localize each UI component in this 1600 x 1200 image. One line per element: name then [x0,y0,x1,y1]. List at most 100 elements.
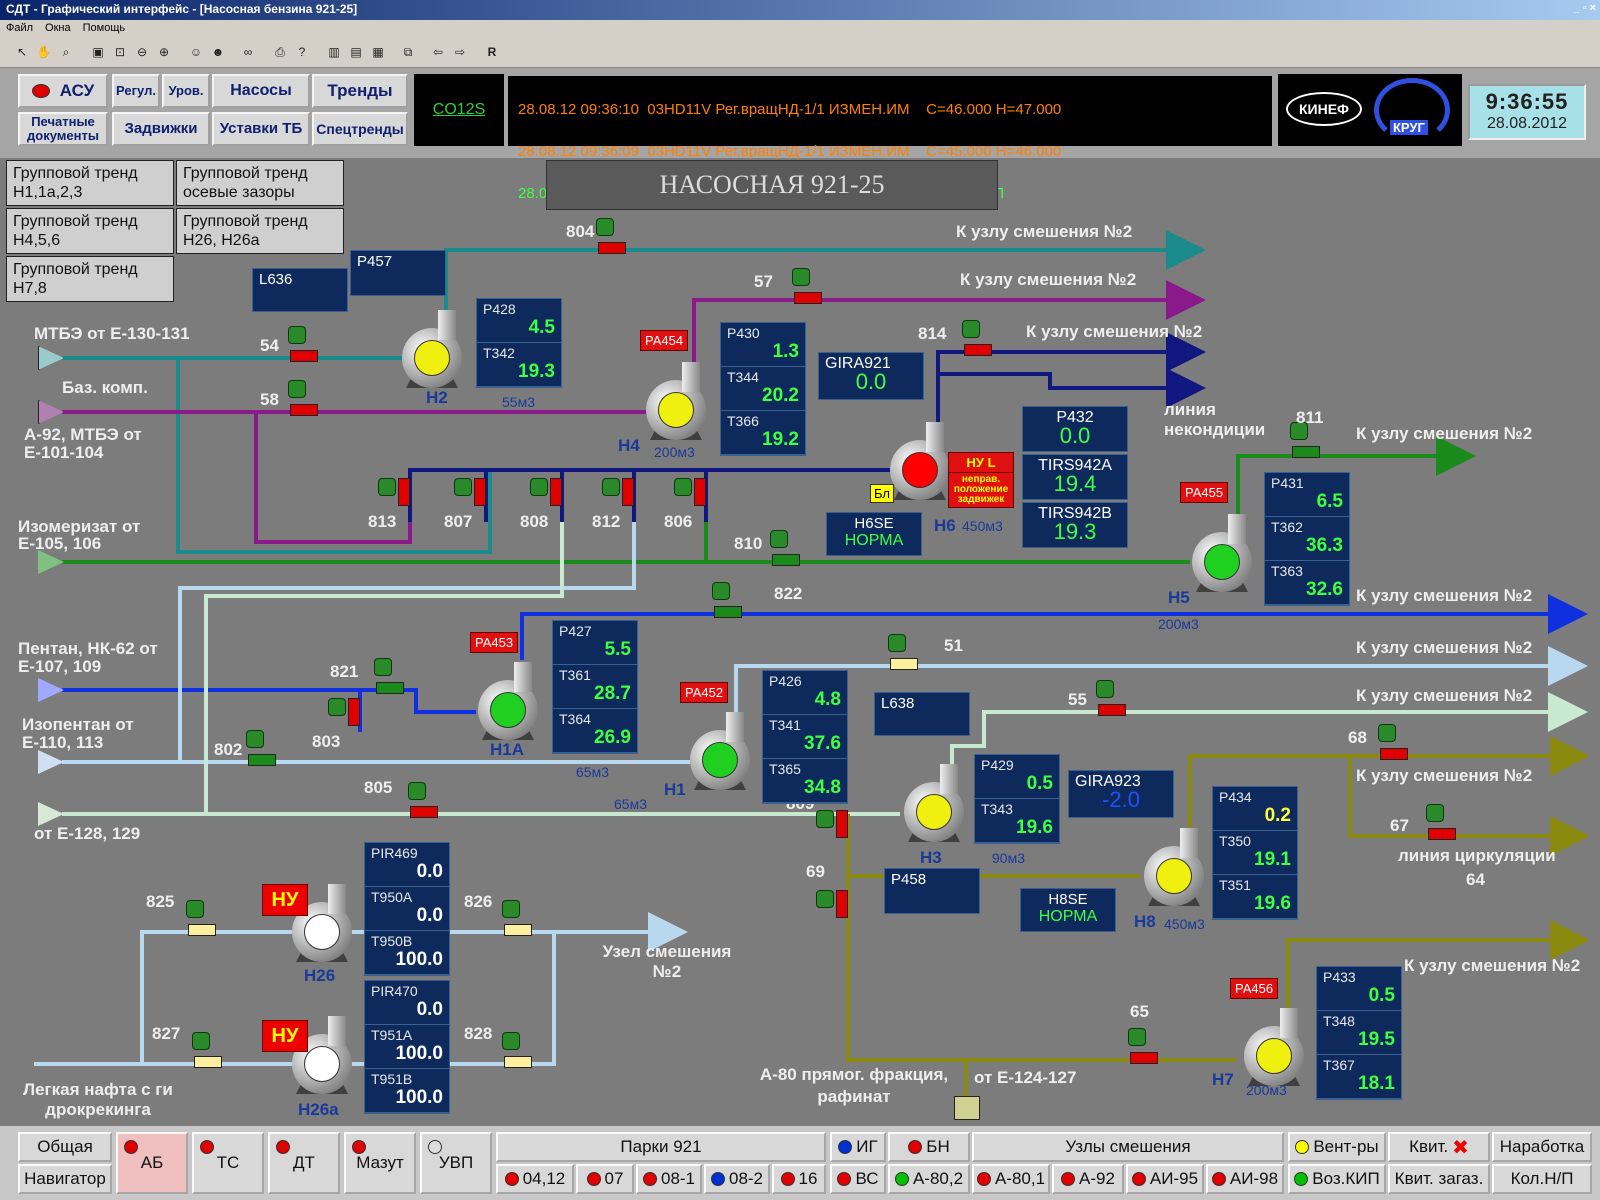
refresh-icon[interactable]: R [487,45,497,59]
valve-813[interactable] [398,478,410,506]
trendy-button[interactable]: Тренды [312,74,408,108]
valve-828[interactable] [504,1056,532,1068]
forward-icon[interactable]: ⇨ [454,45,466,59]
zoom-out-icon[interactable]: ⊖ [136,45,148,59]
trend-h7-button[interactable]: Групповой тренд Н7,8 [6,256,174,302]
zoom-fit-icon[interactable]: ⊡ [114,45,126,59]
ai95-button[interactable]: АИ-95 [1126,1164,1204,1194]
valve-805[interactable] [410,806,438,818]
nu1-tag[interactable]: НУ [262,884,308,916]
ts-button[interactable]: ТС [192,1132,264,1194]
nasosy-button[interactable]: Насосы [212,74,310,108]
h6se-display[interactable]: H6SE НОРМА [826,512,922,556]
mazut-button[interactable]: Мазут [344,1132,416,1194]
nepr-tag[interactable]: неправ. положение задвижек [948,472,1014,508]
asu-button[interactable]: АСУ [18,74,108,108]
dt-button[interactable]: ДТ [268,1132,340,1194]
tirs942b-display[interactable]: TIRS942B 19.3 [1022,502,1128,548]
uzly-button[interactable]: Узлы смешения [972,1132,1284,1162]
hand-icon[interactable]: ✋ [36,45,52,59]
spectrendy-button[interactable]: Спецтренды [312,112,408,146]
valve-812[interactable] [622,478,634,506]
nul-tag[interactable]: НУ L [948,452,1014,473]
trend-h1-button[interactable]: Групповой тренд Н1,1а,2,3 [6,160,174,206]
park-07-button[interactable]: 07 [576,1164,634,1194]
urov-button[interactable]: Уров. [162,74,210,108]
pa454-tag[interactable]: PA454 [640,330,689,351]
vozkip-button[interactable]: Воз.КИП [1288,1164,1386,1194]
zoom-actual-icon[interactable]: ▣ [92,45,104,59]
ustavki-button[interactable]: Уставки ТБ [212,112,310,146]
window-icon[interactable]: ⧉ [403,45,413,59]
valve-809[interactable] [836,810,848,838]
valve-822[interactable] [714,606,742,618]
binoculars-icon[interactable]: ∞ [243,45,253,59]
valve-55[interactable] [1098,704,1126,716]
valve-68[interactable] [1380,748,1408,760]
valve-827[interactable] [194,1056,222,1068]
pa456-tag[interactable]: PA456 [1230,978,1279,999]
bl-tag[interactable]: Бл [870,484,894,503]
valve-811[interactable] [1292,446,1320,458]
nu2-tag[interactable]: НУ [262,1020,308,1052]
vs-button[interactable]: ВС [830,1164,886,1194]
print-icon[interactable]: ⎙ [275,45,285,59]
pa455-tag[interactable]: PA455 [1180,482,1229,503]
valve-58[interactable] [290,404,318,416]
p458-box[interactable]: P458 [884,868,980,914]
pointer-icon[interactable]: ↖ [16,45,28,59]
user-icon[interactable]: ☺ [189,45,203,59]
valve-57[interactable] [794,292,822,304]
ig-button[interactable]: ИГ [830,1132,886,1162]
pa453-tag[interactable]: PA453 [470,632,519,653]
narabotka-button[interactable]: Наработка [1492,1132,1592,1162]
trend-h4-button[interactable]: Групповой тренд Н4,5,6 [6,208,174,254]
menu-windows[interactable]: Окна [45,22,71,34]
co12s-link[interactable]: CO12S [414,74,504,146]
valve-802[interactable] [248,754,276,766]
menu-file[interactable]: Файл [6,22,34,34]
valve-54[interactable] [290,350,318,362]
valve-825[interactable] [188,924,216,936]
layout1-icon[interactable]: ▥ [328,45,340,59]
ab-button[interactable]: АБ [116,1132,188,1194]
a92-button[interactable]: А-92 [1052,1164,1124,1194]
kolnp-button[interactable]: Кол.Н/П [1492,1164,1592,1194]
h8se-display[interactable]: H8SE НОРМА [1020,888,1116,932]
menu-help[interactable]: Помощь [82,22,126,34]
valve-806[interactable] [694,478,706,506]
a802-button[interactable]: А-80,2 [888,1164,970,1194]
navigator-button[interactable]: Навигатор [18,1164,112,1194]
valve-51[interactable] [890,658,918,670]
p457-box[interactable]: P457 [350,250,446,296]
regul-button[interactable]: Регул. [112,74,160,108]
valve-821[interactable] [376,682,404,694]
kvitzag-button[interactable]: Квит. загаз. [1388,1164,1490,1194]
kvit-button[interactable]: Квит.✖ [1388,1132,1490,1162]
valve-826[interactable] [504,924,532,936]
obshaya-button[interactable]: Общая [18,1132,112,1162]
bn-button[interactable]: БН [888,1132,970,1162]
l638-box[interactable]: L638 [874,692,970,736]
valve-65[interactable] [1130,1052,1158,1064]
valve-67[interactable] [1428,828,1456,840]
tirs942a-display[interactable]: TIRS942A 19.4 [1022,454,1128,500]
a801-button[interactable]: А-80,1 [972,1164,1050,1194]
valve-69[interactable] [836,890,848,918]
vent-button[interactable]: Вент-ры [1288,1132,1386,1162]
magnifier-icon[interactable]: ⌕ [62,45,70,59]
trend-h26-button[interactable]: Групповой тренд Н26, Н26а [176,208,344,254]
parki-button[interactable]: Парки 921 [496,1132,826,1162]
users-icon[interactable]: ☻ [211,45,225,59]
valve-803[interactable] [348,698,360,726]
valve-808[interactable] [550,478,562,506]
p432-display[interactable]: P432 0.0 [1022,406,1128,452]
